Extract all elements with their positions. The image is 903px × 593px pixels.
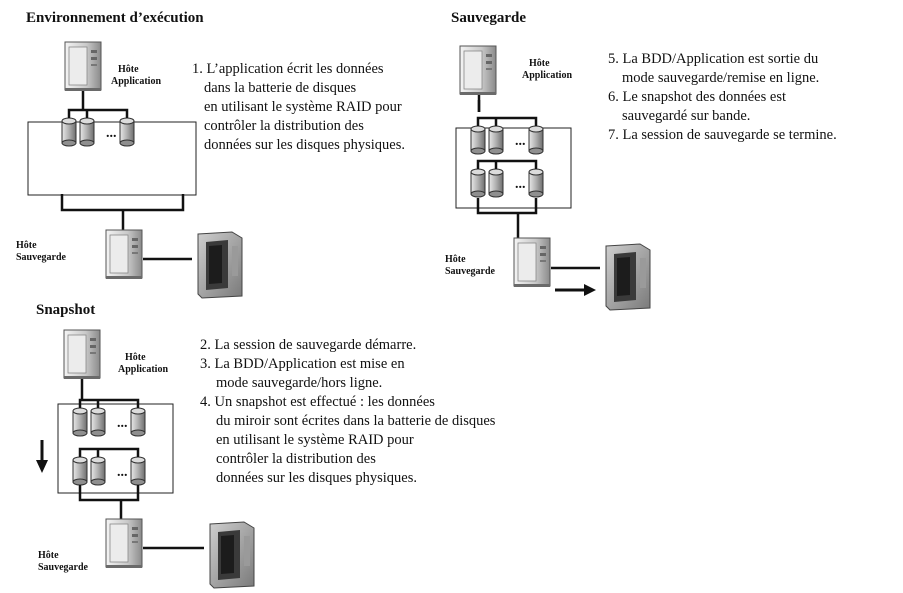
env-tape-library-icon <box>191 227 247 301</box>
env-step-line: données sur les disques physiques. <box>204 137 405 153</box>
backup-app-server-icon <box>459 45 497 96</box>
snapshot-section-title: Snapshot <box>36 302 96 318</box>
backup-step-line: sauvegardé sur bande. <box>622 108 751 124</box>
snap-tape-library-icon <box>203 517 259 591</box>
backup-disk-ellipsis-mirror: ... <box>515 177 526 192</box>
backup-step-line: 6. Le snapshot des données est <box>608 89 786 105</box>
snap-step-line: contrôler la distribution des <box>216 451 376 467</box>
snap-host-app-label: Hôte Application <box>118 352 169 375</box>
snap-step-line: 4. Un snapshot est effectué : les donnée… <box>200 394 435 410</box>
backup-steps-text: 5. La BDD/Application est sortie du mode… <box>608 50 837 145</box>
snap-host-backup-label: Hôte Sauvegarde <box>38 550 88 573</box>
snap-disk-ellipsis-primary: ... <box>117 416 128 431</box>
backup-step-line: 7. La session de sauvegarde se termine. <box>608 127 837 143</box>
snap-step-line: 2. La session de sauvegarde démarre. <box>200 337 417 353</box>
snap-disk-ellipsis-mirror: ... <box>117 465 128 480</box>
backup-host-app-label: Hôte Application <box>522 58 573 81</box>
snap-step-line: du miroir sont écrites dans la batterie … <box>216 413 496 429</box>
env-step-line: contrôler la distribution des <box>204 118 364 134</box>
backup-section-title: Sauvegarde <box>451 10 526 26</box>
backup-step-line: mode sauvegarde/remise en ligne. <box>622 70 820 86</box>
backup-tape-library-icon <box>599 239 655 313</box>
snap-backup-server-icon <box>105 518 143 569</box>
snap-step-line: mode sauvegarde/hors ligne. <box>216 375 383 391</box>
snap-mirror-arrow-icon <box>36 460 48 473</box>
backup-step-line: 5. La BDD/Application est sortie du <box>608 51 819 67</box>
backup-host-backup-label: Hôte Sauvegarde <box>445 254 495 277</box>
env-raid-array-box <box>27 121 197 196</box>
env-step-line: en utilisant le système RAID pour <box>204 99 402 115</box>
env-step-line: dans la batterie de disques <box>204 80 357 96</box>
snap-step-line: en utilisant le système RAID pour <box>216 432 414 448</box>
snap-step-line: données sur les disques physiques. <box>216 470 417 486</box>
backup-to-tape-arrow-icon <box>584 284 596 296</box>
env-steps-text: 1. L’application écrit les données dans … <box>192 60 405 155</box>
snap-step-line: 3. La BDD/Application est mise en <box>200 356 405 372</box>
env-disk-ellipsis: ... <box>106 126 117 141</box>
snap-app-server-icon <box>63 329 101 380</box>
env-host-backup-label: Hôte Sauvegarde <box>16 240 66 263</box>
env-backup-server-icon <box>105 229 143 280</box>
env-step-line: 1. L’application écrit les données <box>192 61 384 77</box>
env-app-server-icon <box>64 41 102 92</box>
env-section-title: Environnement d’exécution <box>26 10 204 26</box>
env-host-app-label: Hôte Application <box>111 64 162 87</box>
backup-backup-server-icon <box>513 237 551 288</box>
backup-disk-ellipsis-primary: ... <box>515 134 526 149</box>
snapshot-steps-text: 2. La session de sauvegarde démarre. 3. … <box>200 336 495 488</box>
